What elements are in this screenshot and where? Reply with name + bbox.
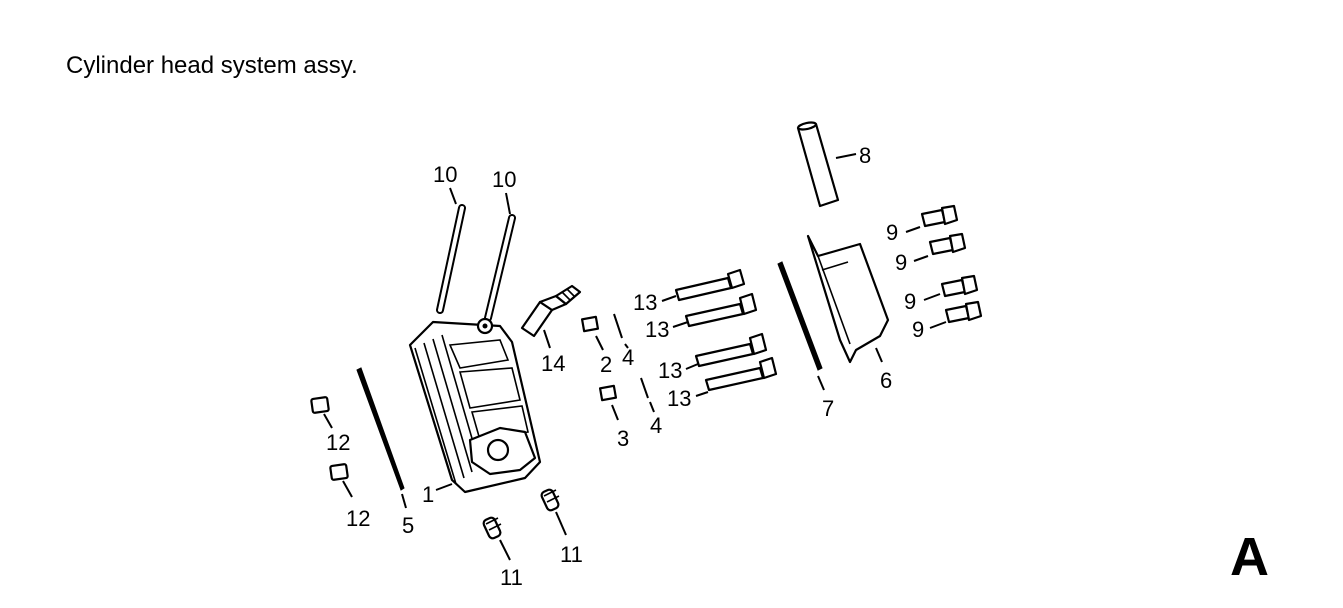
callout-10-left: 10 [433, 162, 457, 187]
bolt-13-2 [684, 292, 758, 328]
callout-5: 5 [402, 513, 414, 538]
fitting-11-left [482, 516, 502, 540]
head-gasket [356, 367, 405, 491]
callout-3: 3 [617, 426, 629, 451]
callout-1: 1 [422, 482, 434, 507]
callout-labels: 10 10 8 9 9 9 9 13 13 13 13 14 2 4 3 4 7… [326, 143, 924, 590]
callout-12-upper: 12 [326, 430, 350, 455]
callout-7: 7 [822, 396, 834, 421]
callout-4-lower: 4 [650, 413, 662, 438]
bolt-13-4 [704, 356, 778, 392]
callout-13-3: 13 [658, 358, 682, 383]
callout-9-2: 9 [895, 250, 907, 275]
callout-4-upper: 4 [622, 345, 634, 370]
part-12-upper [310, 396, 330, 414]
bolt-9-4 [944, 300, 983, 324]
callout-2: 2 [600, 352, 612, 377]
fitting-11-right [540, 488, 560, 512]
callout-12-lower: 12 [346, 506, 370, 531]
bolt-9-1 [920, 204, 959, 228]
callout-13-1: 13 [633, 290, 657, 315]
part-12-lower [329, 463, 349, 481]
callout-13-2: 13 [645, 317, 669, 342]
bolt-9-2 [928, 232, 967, 256]
callout-9-4: 9 [912, 317, 924, 342]
sheet-letter: A [1230, 527, 1269, 587]
sleeve [796, 121, 840, 208]
page-title: Cylinder head system assy. [66, 52, 358, 79]
part-2-block [580, 315, 600, 333]
part-3-block [598, 384, 618, 402]
callout-11-right: 11 [560, 542, 583, 567]
bolt-9-3 [940, 274, 979, 298]
callout-9-1: 9 [886, 220, 898, 245]
callout-10-right: 10 [492, 167, 516, 192]
spark-plug [520, 284, 582, 338]
valve-cover [806, 234, 890, 364]
callout-9-3: 9 [904, 289, 916, 314]
bolt-13-1 [674, 268, 746, 302]
push-rod-left [436, 204, 466, 314]
leader-lines [323, 153, 947, 561]
callout-11-left: 11 [500, 565, 523, 590]
cylinder-head-block [408, 317, 542, 494]
valve-cover-gasket [777, 261, 823, 371]
callout-6: 6 [880, 368, 892, 393]
gasket-4-lower [640, 377, 649, 399]
callout-8: 8 [859, 143, 871, 168]
bolt-13-3 [694, 332, 768, 368]
callout-14: 14 [541, 351, 565, 376]
push-rod-right [484, 214, 516, 322]
callout-13-4: 13 [667, 386, 691, 411]
gasket-4-upper [613, 313, 623, 339]
